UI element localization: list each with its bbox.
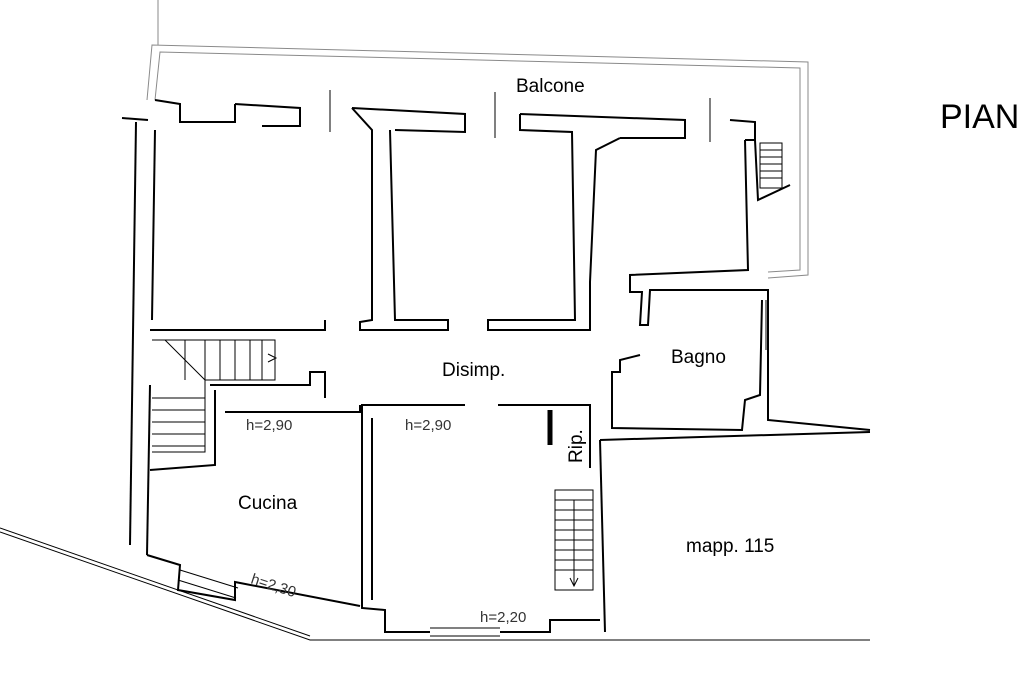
balcony-stair xyxy=(759,142,783,189)
label-cucina: Cucina xyxy=(238,493,298,514)
plan-title: PIAN xyxy=(940,98,1019,136)
height-label-1: h=2,90 xyxy=(246,417,292,434)
height-label-2: h=2,90 xyxy=(405,417,451,434)
interior-walls xyxy=(146,107,871,637)
label-disimp: Disimp. xyxy=(442,360,505,381)
right-staircase xyxy=(554,489,594,591)
label-rip: Rip. xyxy=(566,429,587,463)
label-mapp: mapp. 115 xyxy=(686,536,774,557)
height-label-3: h=2,30 xyxy=(249,571,298,601)
main-staircase xyxy=(152,339,278,453)
height-label-4: h=2,20 xyxy=(480,609,526,626)
label-bagno: Bagno xyxy=(671,347,726,368)
exterior-walls xyxy=(0,90,870,641)
label-balcone: Balcone xyxy=(516,76,585,97)
balcony-outline xyxy=(146,0,809,279)
